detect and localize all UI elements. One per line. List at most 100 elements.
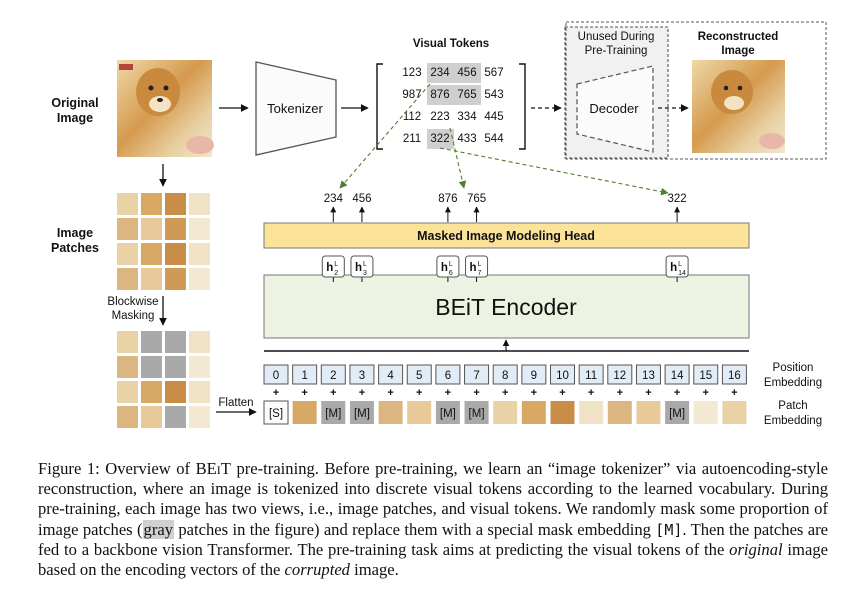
position-index: 16 [728, 370, 741, 382]
plus-sign: + [445, 387, 451, 399]
position-embedding [320, 364, 346, 385]
position-embedding [521, 364, 547, 385]
image-patch [189, 381, 210, 403]
image-patch [117, 243, 138, 265]
patch-embedding-label: Patch Embedding [764, 400, 822, 427]
image-patch [141, 268, 162, 290]
patch-token-label: [S] [269, 408, 283, 420]
hidden-state-sup: L [363, 261, 367, 268]
visual-token: 433 [457, 133, 476, 145]
image-patch [117, 218, 138, 240]
position-index: 1 [301, 370, 307, 382]
svg-text:Image: Image [57, 226, 93, 240]
mim-head: Masked Image Modeling Head [263, 222, 750, 249]
visual-token: 223 [430, 111, 449, 123]
position-index: 10 [556, 370, 569, 382]
token-highlight [427, 63, 454, 83]
hidden-state-sub: 6 [449, 270, 453, 277]
decoder-frame [565, 21, 827, 160]
image-patch [165, 243, 186, 265]
position-embedding [292, 364, 318, 385]
image-patch [165, 268, 186, 290]
visual-token: 334 [457, 111, 477, 123]
visual-token: 876 [430, 89, 449, 101]
tokenizer-block: Tokenizer [255, 61, 337, 156]
hidden-state-base: h [670, 262, 677, 274]
position-index: 8 [502, 370, 508, 382]
svg-text:Image: Image [721, 45, 754, 57]
position-embedding [263, 364, 289, 385]
visual-token: 567 [484, 67, 503, 79]
hidden-state-sup: L [449, 261, 453, 268]
image-patch [189, 331, 210, 353]
plus-sign: + [502, 387, 508, 399]
image-patch [189, 268, 210, 290]
image-patch [141, 218, 162, 240]
visual-token: 543 [484, 89, 503, 101]
start-token [263, 400, 289, 425]
svg-text:Patch: Patch [778, 400, 807, 412]
mask-token [665, 401, 690, 424]
hidden-state-box [436, 255, 460, 278]
image-patch [117, 268, 138, 290]
visual-token: 322 [430, 133, 449, 145]
plus-sign: + [387, 387, 393, 399]
position-embedding [721, 364, 747, 385]
hidden-state-box [321, 255, 345, 278]
image-patch [141, 243, 162, 265]
visual-token: 456 [457, 67, 476, 79]
figure-caption: Figure 1: Overview of BEiT pre-training.… [38, 459, 829, 580]
position-embedding [349, 364, 375, 385]
plus-sign: + [731, 387, 737, 399]
position-index: 5 [416, 370, 422, 382]
svg-text:Patches: Patches [51, 241, 99, 255]
svg-text:BEiT Encoder: BEiT Encoder [435, 294, 577, 320]
hidden-state-base: h [441, 262, 448, 274]
position-embedding [406, 364, 432, 385]
target-token-arrow [449, 127, 467, 189]
image-patch [165, 218, 186, 240]
gray-highlight: gray [142, 519, 175, 539]
svg-text:Image: Image [57, 111, 93, 125]
hidden-state-sub: 7 [478, 270, 482, 277]
mask-token [349, 401, 374, 424]
visual-tokens-title: Visual Tokens [413, 38, 489, 50]
position-index: 11 [585, 370, 597, 382]
position-embedding [635, 364, 661, 385]
blockwise-masking-label: Blockwise Masking [107, 296, 158, 322]
position-embedding [464, 364, 490, 385]
position-index: 0 [273, 370, 279, 382]
position-embedding [435, 364, 461, 385]
patch-token-label: [M] [325, 408, 341, 420]
visual-token: 765 [457, 89, 476, 101]
masked-patch [165, 356, 186, 378]
flatten-label: Flatten [218, 397, 253, 409]
decoder-label: Decoder [589, 101, 639, 116]
token-grid-right-bracket [519, 63, 526, 150]
hidden-state-sub: 2 [334, 270, 338, 277]
visual-token: 544 [484, 133, 504, 145]
hidden-state-base: h [470, 262, 477, 274]
patch-embedding [292, 401, 317, 424]
plus-sign: + [531, 387, 537, 399]
token-highlight [427, 85, 454, 105]
beit-overview-figure: Original Image Tokenizer Visual Tokens 1… [51, 21, 827, 428]
token-grid-left-bracket [376, 63, 383, 150]
visual-token: 123 [402, 67, 421, 79]
position-index: 3 [359, 370, 365, 382]
visual-token: 987 [402, 89, 421, 101]
plus-sign: + [674, 387, 680, 399]
svg-text:Unused During: Unused During [578, 31, 655, 43]
plus-sign: + [330, 387, 336, 399]
masked-patch [165, 331, 186, 353]
visual-token: 211 [403, 133, 421, 145]
position-embedding [664, 364, 690, 385]
svg-text:Masking: Masking [112, 310, 155, 322]
position-index: 2 [330, 370, 336, 382]
predicted-token: 322 [668, 193, 687, 205]
patch-embedding [607, 401, 632, 424]
original-image-label: Original Image [51, 96, 98, 125]
beit-encoder: BEiT Encoder [263, 274, 750, 339]
visual-token: 112 [403, 111, 421, 123]
patch-token-label: [M] [354, 408, 370, 420]
